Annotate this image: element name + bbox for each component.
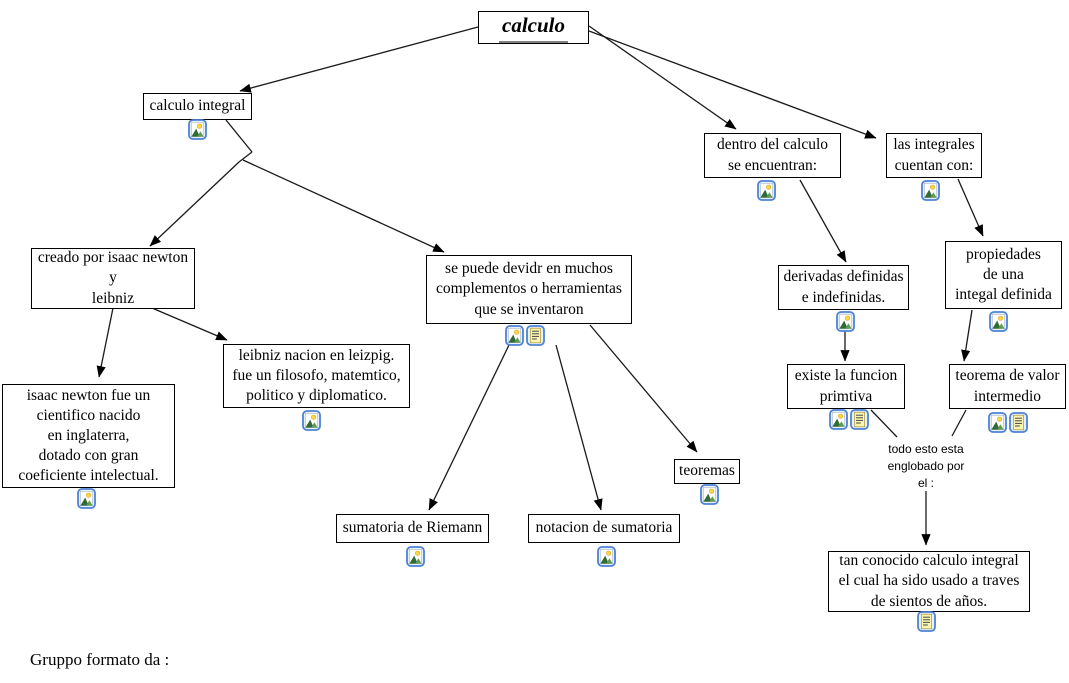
- node-propiedades[interactable]: propiedades de una integal definida: [945, 241, 1062, 309]
- node-las-integrales[interactable]: las integrales cuentan con:: [886, 133, 982, 178]
- image-icon[interactable]: [302, 410, 321, 431]
- node-isaac-newton[interactable]: isaac newton fue un cientifico nacido en…: [2, 384, 175, 488]
- title-text: calculo: [499, 12, 568, 43]
- edge-junction-to-creado-por: [149, 161, 240, 247]
- image-icon[interactable]: [988, 412, 1007, 433]
- edge-teorema-to-label: [951, 409, 967, 437]
- edge-dentro-to-derivadas: [799, 179, 847, 263]
- edge-junction-to-se-puede: [242, 159, 445, 253]
- image-icon[interactable]: [77, 488, 96, 509]
- edge-calculo-to-dentro: [588, 25, 737, 130]
- document-icon[interactable]: [917, 611, 936, 632]
- node-teorema-valor[interactable]: teorema de valor intermedio: [949, 364, 1066, 409]
- node-tan-conocido[interactable]: tan conocido calculo integral el cual ha…: [828, 551, 1030, 612]
- image-icon[interactable]: [989, 311, 1008, 332]
- document-icon[interactable]: [526, 325, 545, 346]
- edge-calculo-integral-junction-b: [238, 151, 253, 163]
- linking-phrase-englobado[interactable]: todo esto esta englobado por el :: [887, 442, 965, 490]
- node-dentro-del-calculo[interactable]: dentro del calculo se encuentran:: [704, 133, 841, 178]
- document-icon[interactable]: [850, 409, 869, 430]
- image-icon[interactable]: [700, 484, 719, 505]
- document-icon[interactable]: [1009, 412, 1028, 433]
- node-teoremas[interactable]: teoremas: [674, 459, 740, 484]
- image-icon[interactable]: [829, 409, 848, 430]
- edge-creado-to-isaac: [96, 307, 114, 378]
- edge-sepuede-to-sumatoria: [428, 344, 510, 511]
- edge-calculo-integral-junction-a: [225, 119, 253, 153]
- edge-creado-to-leibniz: [151, 307, 228, 341]
- edge-calculo-to-calculo-integral: [239, 26, 479, 93]
- edge-sepuede-to-notacion: [555, 344, 603, 511]
- node-derivadas[interactable]: derivadas definidas e indefinidas.: [778, 265, 909, 310]
- image-icon[interactable]: [757, 180, 776, 201]
- node-existe-funcion[interactable]: existe la funcion primtiva: [787, 364, 905, 409]
- edge-calculo-to-las-integrales: [588, 30, 877, 139]
- node-sumatoria-riemann[interactable]: sumatoria de Riemann: [336, 514, 489, 543]
- node-calculo-integral[interactable]: calculo integral: [143, 93, 252, 120]
- node-leibniz-nacio[interactable]: leibniz nacion en leizpig. fue un filoso…: [223, 344, 410, 408]
- image-icon[interactable]: [921, 180, 940, 201]
- edge-sepuede-to-teoremas: [589, 324, 698, 453]
- node-calculo[interactable]: calculo: [478, 11, 589, 44]
- node-creado-por[interactable]: creado por isaac newton y leibniz: [31, 248, 195, 309]
- edge-existe-to-label: [870, 409, 898, 438]
- image-icon[interactable]: [406, 546, 425, 567]
- image-icon[interactable]: [836, 311, 855, 332]
- node-se-puede-dividir[interactable]: se puede devidr en muchos complementos o…: [426, 255, 632, 324]
- image-icon[interactable]: [597, 546, 616, 567]
- footer-credit: Gruppo formato da :: [30, 650, 170, 669]
- edge-integrales-to-propiedades: [957, 178, 984, 237]
- edge-propiedades-to-teorema: [961, 309, 973, 362]
- image-icon[interactable]: [505, 325, 524, 346]
- image-icon[interactable]: [188, 119, 207, 140]
- node-notacion-sumatoria[interactable]: notacion de sumatoria: [528, 514, 680, 543]
